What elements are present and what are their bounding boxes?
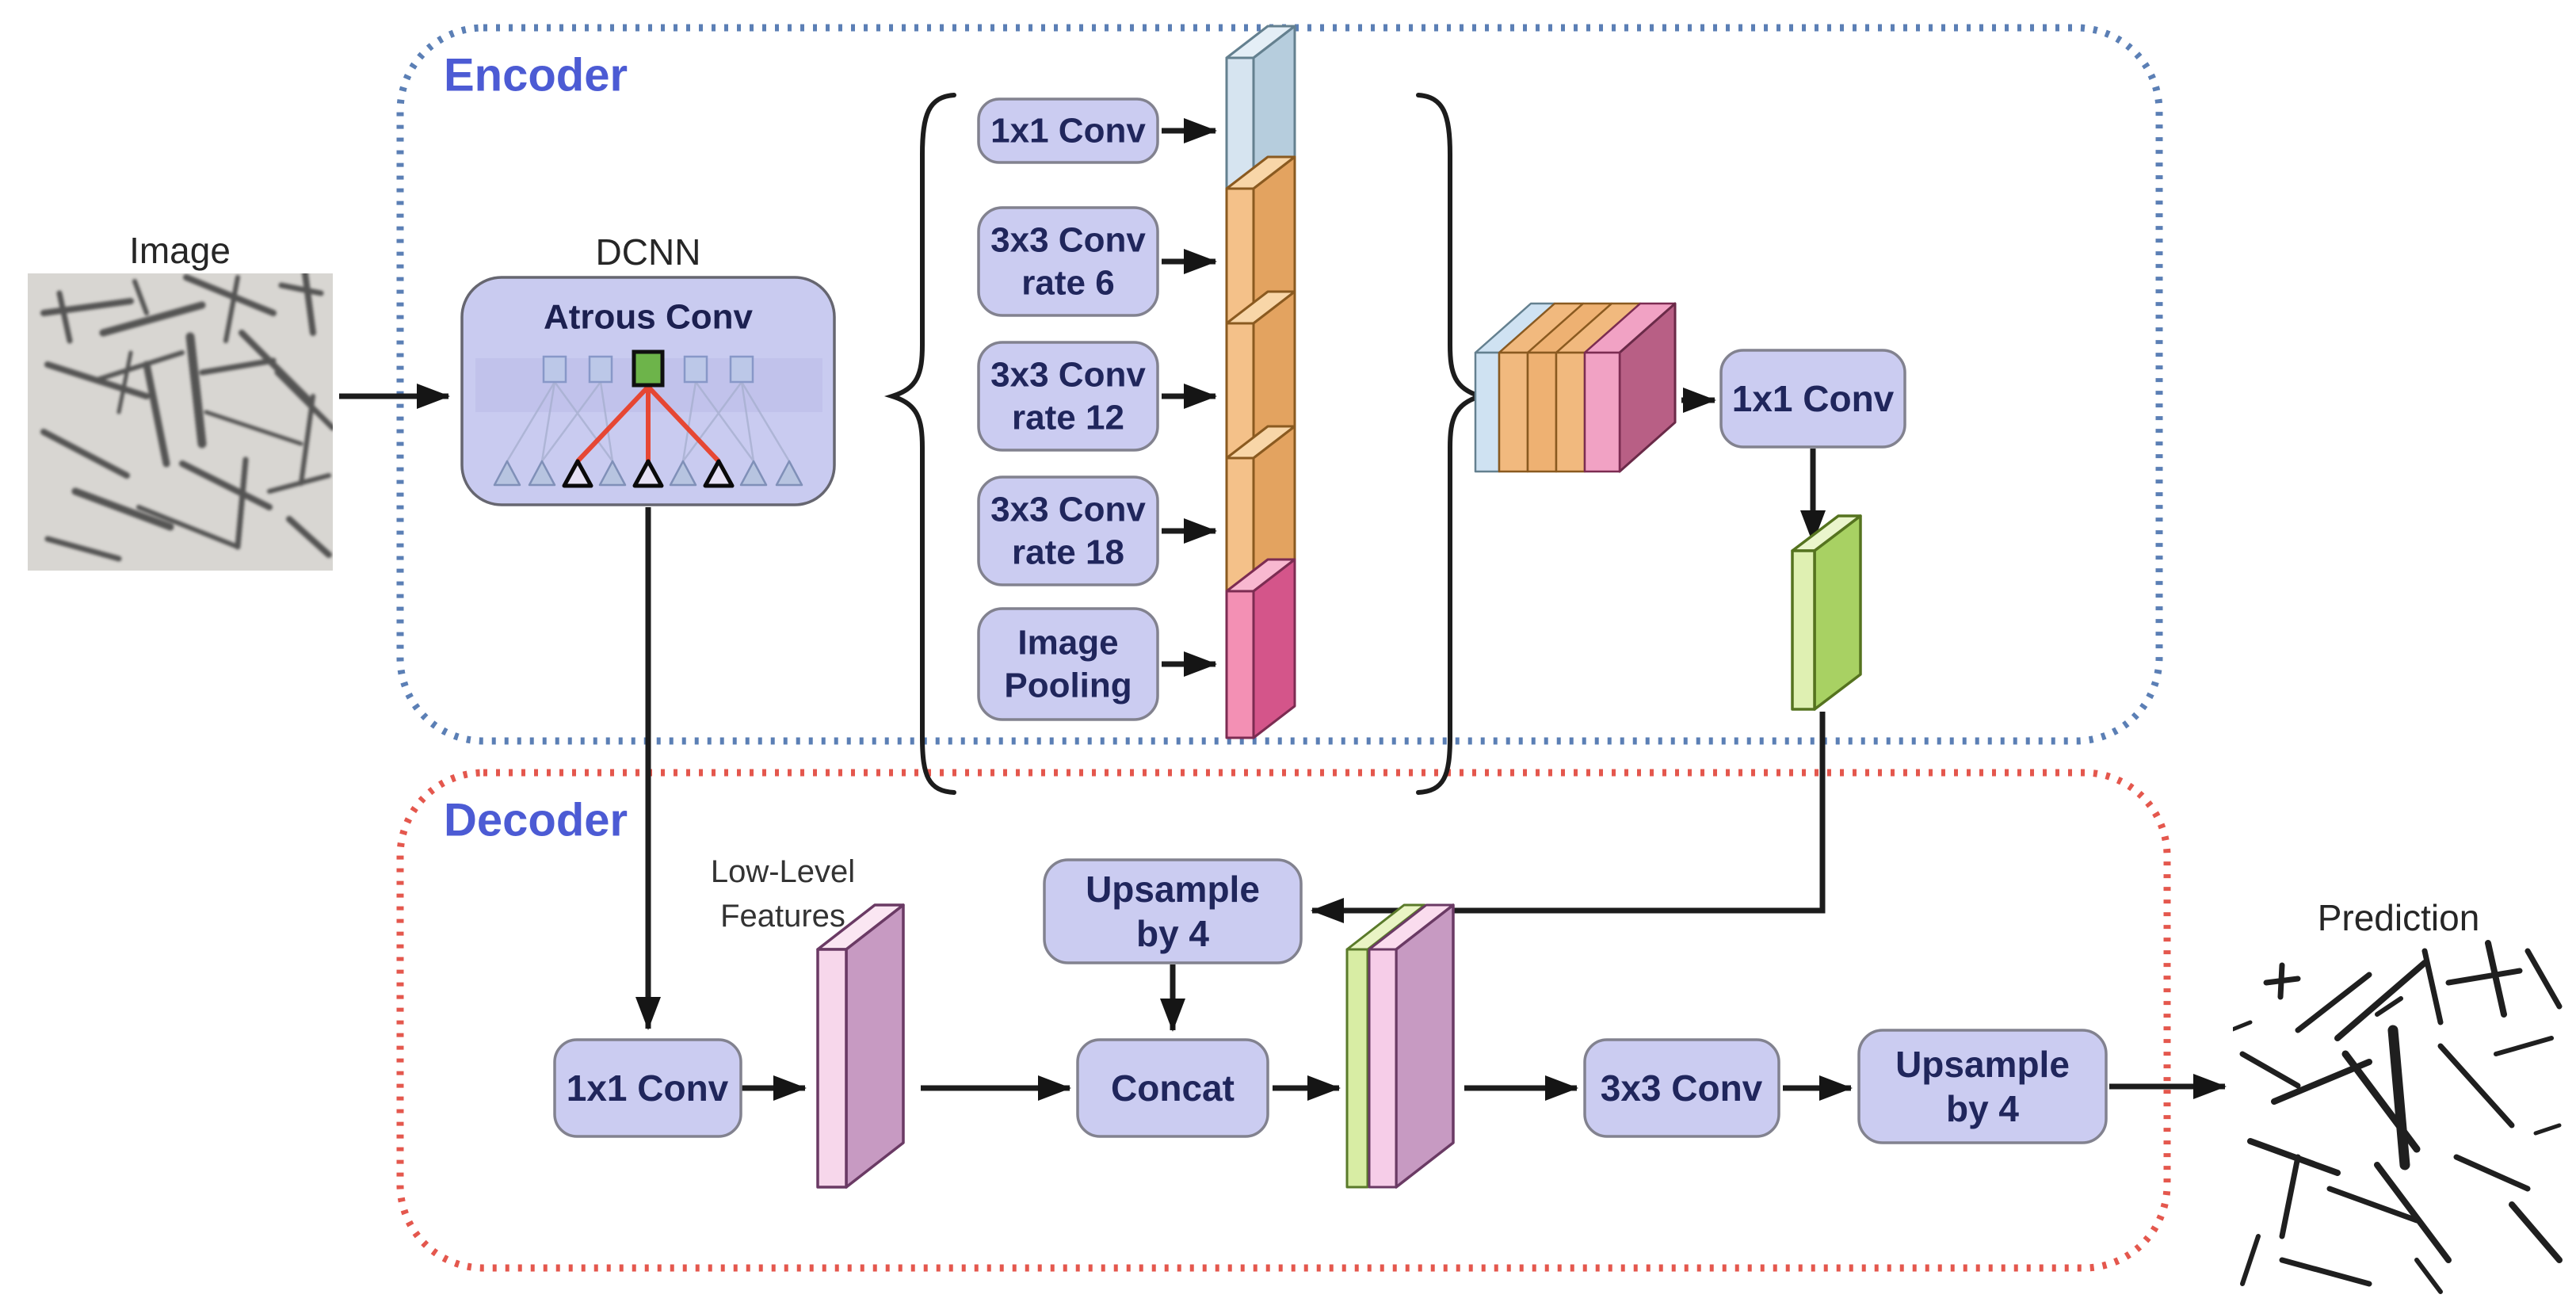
atrous-conv-label: Atrous Conv bbox=[544, 298, 754, 337]
low-level-features-line1: Low-Level bbox=[711, 854, 855, 889]
aspp-rate12-line2: rate 12 bbox=[1012, 399, 1124, 437]
aspp-rate12-line1: 3x3 Conv bbox=[990, 356, 1146, 395]
aspp-pooling-line2: Pooling bbox=[1004, 666, 1132, 705]
encoder-output-slab-green bbox=[1791, 514, 1862, 711]
decoder-upsample1-line1: Upsample bbox=[1086, 869, 1260, 910]
input-image-label: Image bbox=[129, 230, 231, 271]
decoder-concat-slab bbox=[1345, 903, 1455, 1189]
feature-slab-pink bbox=[1225, 558, 1296, 739]
decoder-conv1x1-node: 1x1 Conv bbox=[553, 1038, 742, 1138]
aspp-conv1x1-label: 1x1 Conv bbox=[990, 112, 1146, 151]
aspp-conv3x3-rate18-node: 3x3 Conv rate 18 bbox=[977, 475, 1159, 586]
aspp-pooling-line1: Image bbox=[1017, 624, 1118, 663]
aspp-rate6-line2: rate 6 bbox=[1021, 264, 1114, 303]
decoder-upsample1-line2: by 4 bbox=[1136, 913, 1209, 954]
encoder-conv1x1-node: 1x1 Conv bbox=[1719, 349, 1906, 449]
prediction-label: Prediction bbox=[2318, 897, 2480, 938]
encoder-region-border bbox=[396, 24, 2163, 745]
aspp-conv1x1-node: 1x1 Conv bbox=[977, 97, 1159, 164]
decoder-section-label: Decoder bbox=[444, 795, 628, 846]
decoder-concat-node: Concat bbox=[1076, 1038, 1269, 1138]
aspp-conv3x3-rate6-node: 3x3 Conv rate 6 bbox=[977, 206, 1159, 317]
decoder-upsample2-line1: Upsample bbox=[1895, 1044, 2070, 1085]
aspp-rate18-line2: rate 18 bbox=[1012, 533, 1124, 572]
aspp-rate18-line1: 3x3 Conv bbox=[990, 491, 1146, 529]
atrous-conv-node: Atrous Conv bbox=[460, 276, 836, 506]
decoder-conv3x3-label: 3x3 Conv bbox=[1601, 1067, 1763, 1109]
encoder-conv1x1-label: 1x1 Conv bbox=[1732, 378, 1895, 419]
decoder-upsample2-node: Upsample by 4 bbox=[1857, 1029, 2108, 1144]
decoder-region-border bbox=[396, 769, 2171, 1272]
aspp-close-brace bbox=[1416, 93, 1489, 795]
decoder-upsample2-line2: by 4 bbox=[1946, 1088, 2019, 1129]
decoder-conv3x3-node: 3x3 Conv bbox=[1583, 1038, 1780, 1138]
low-level-features-line2: Features bbox=[720, 899, 845, 934]
encoder-section-label: Encoder bbox=[444, 50, 628, 101]
aspp-image-pooling-node: Image Pooling bbox=[977, 607, 1159, 721]
concatenated-feature-stack bbox=[1474, 302, 1677, 473]
decoder-lowlevel-slab-pink bbox=[816, 903, 905, 1189]
aspp-conv3x3-rate12-node: 3x3 Conv rate 12 bbox=[977, 341, 1159, 452]
decoder-upsample1-node: Upsample by 4 bbox=[1043, 858, 1303, 964]
input-micrograph bbox=[28, 273, 333, 571]
decoder-concat-label: Concat bbox=[1111, 1067, 1235, 1109]
dcnn-label: DCNN bbox=[596, 231, 701, 273]
decoder-conv1x1-label: 1x1 Conv bbox=[567, 1067, 729, 1109]
prediction-mask bbox=[2233, 939, 2564, 1300]
connectors bbox=[339, 118, 2227, 1101]
aspp-open-brace bbox=[883, 93, 956, 795]
atrous-conv-icon bbox=[475, 349, 822, 488]
aspp-rate6-line1: 3x3 Conv bbox=[990, 221, 1146, 260]
arrow-greenslab-to-upsample bbox=[1311, 712, 1826, 923]
